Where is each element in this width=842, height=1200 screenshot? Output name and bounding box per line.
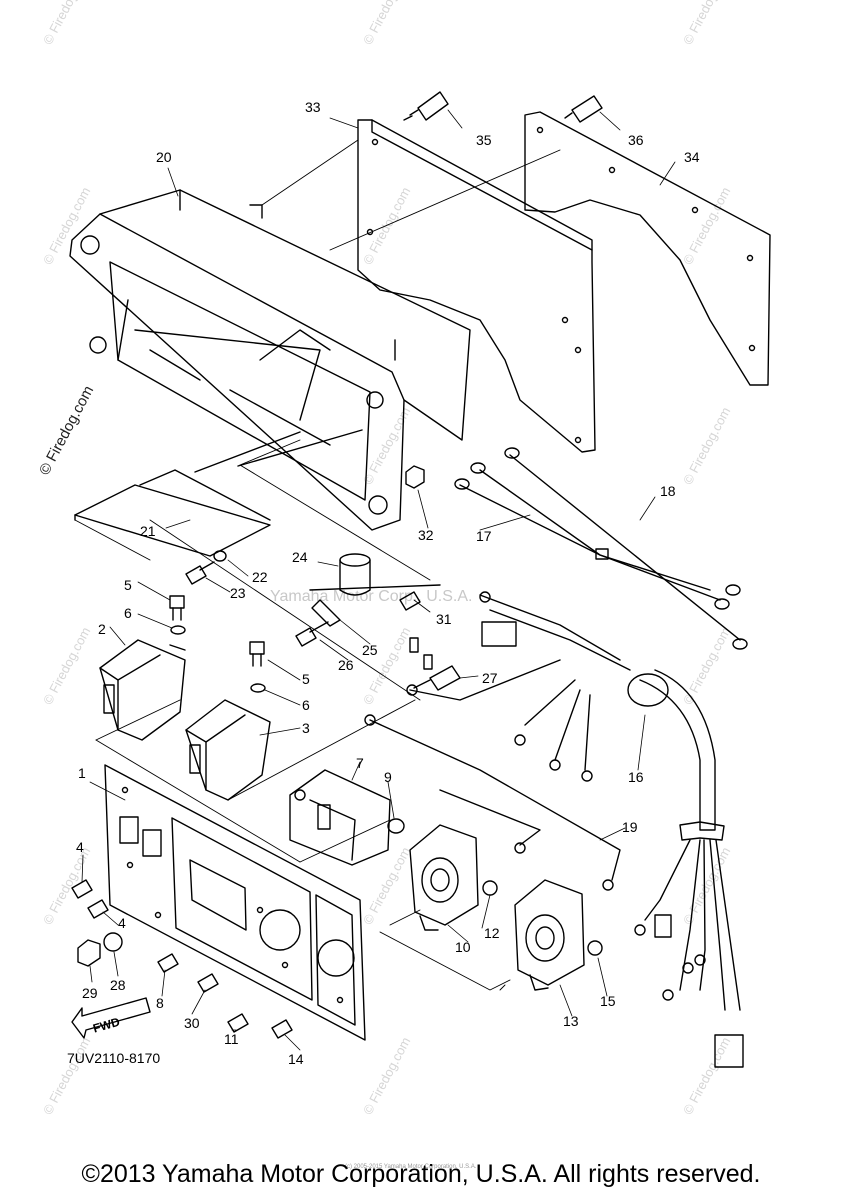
callout-28: 28 bbox=[110, 977, 126, 993]
screw-8 bbox=[157, 953, 179, 973]
front-panel-1 bbox=[104, 764, 366, 1041]
callout-9: 9 bbox=[384, 769, 392, 785]
nut-32 bbox=[405, 465, 425, 489]
washer-15 bbox=[587, 940, 603, 956]
callout-12: 12 bbox=[484, 925, 500, 941]
callout-32: 32 bbox=[418, 527, 434, 543]
screw-30 bbox=[197, 973, 219, 993]
callout-35: 35 bbox=[476, 132, 492, 148]
callout-5-lower: 5 bbox=[302, 671, 310, 687]
circuit-breaker-3 bbox=[185, 699, 271, 801]
screw-36 bbox=[564, 95, 603, 123]
screw-14 bbox=[271, 1019, 293, 1039]
callout-6-lower: 6 bbox=[302, 697, 310, 713]
washer-28 bbox=[103, 932, 123, 952]
callout-10: 10 bbox=[455, 939, 471, 955]
callout-36: 36 bbox=[628, 132, 644, 148]
callout-23: 23 bbox=[230, 585, 246, 601]
callout-5-upper: 5 bbox=[124, 577, 132, 593]
callout-26: 26 bbox=[338, 657, 354, 673]
circuit-breaker-2 bbox=[99, 639, 186, 741]
callout-25: 25 bbox=[362, 642, 378, 658]
twist-lock-receptacle-10 bbox=[409, 824, 479, 931]
washer-9 bbox=[387, 818, 405, 834]
screw-35 bbox=[403, 91, 449, 121]
twist-lock-receptacle-13 bbox=[514, 879, 585, 991]
screw-23 bbox=[185, 561, 215, 585]
callout-19: 19 bbox=[622, 819, 638, 835]
callouts: 1 2 3 4 4 5 5 6 6 7 8 9 10 11 12 13 14 1… bbox=[76, 99, 700, 1067]
washer-22 bbox=[213, 550, 227, 562]
callout-31: 31 bbox=[436, 611, 452, 627]
gfci-receptacle-7 bbox=[289, 769, 391, 866]
bolt-5-upper bbox=[169, 595, 185, 621]
connector-leads bbox=[406, 591, 631, 701]
mounting-plate-33 bbox=[357, 119, 596, 453]
washer-12 bbox=[482, 880, 498, 896]
callout-27: 27 bbox=[482, 670, 498, 686]
screw-4-lower bbox=[87, 899, 109, 919]
screw-26 bbox=[295, 621, 329, 647]
label-plate-21 bbox=[74, 429, 363, 557]
nut-29 bbox=[77, 939, 101, 967]
bracket-25 bbox=[311, 599, 341, 627]
guide-lines bbox=[74, 139, 561, 991]
lead-wires-17-18 bbox=[454, 447, 748, 650]
fwd-arrow bbox=[71, 997, 151, 1039]
screw-27 bbox=[413, 665, 461, 691]
callout-8: 8 bbox=[156, 995, 164, 1011]
callout-7: 7 bbox=[356, 755, 364, 771]
callout-13: 13 bbox=[563, 1013, 579, 1029]
callout-24: 24 bbox=[292, 549, 308, 565]
fine-print: (c) 2005-2015 Yamaha Motor Corporation, … bbox=[345, 1164, 477, 1170]
control-box-housing bbox=[69, 189, 471, 531]
callout-16: 16 bbox=[628, 769, 644, 785]
callout-4-lower: 4 bbox=[118, 915, 126, 931]
fwd-label: FWD bbox=[91, 1015, 121, 1036]
callout-30: 30 bbox=[184, 1015, 200, 1031]
callout-2: 2 bbox=[98, 621, 106, 637]
callout-1: 1 bbox=[78, 765, 86, 781]
washer-6-upper bbox=[170, 625, 186, 635]
callout-18: 18 bbox=[660, 483, 676, 499]
screw-4-upper bbox=[71, 879, 93, 899]
copyright-footer: ©2013 Yamaha Motor Corporation, U.S.A. A… bbox=[81, 1160, 761, 1188]
callout-22: 22 bbox=[252, 569, 268, 585]
callout-21: 21 bbox=[140, 523, 156, 539]
callout-4-upper: 4 bbox=[76, 839, 84, 855]
callout-6-upper: 6 bbox=[124, 605, 132, 621]
callout-17: 17 bbox=[476, 528, 492, 544]
bolt-5-lower bbox=[249, 641, 265, 667]
capacitor-24 bbox=[309, 553, 441, 596]
callout-14: 14 bbox=[288, 1051, 304, 1067]
rear-plate-34 bbox=[524, 111, 771, 386]
diagram-code: 7UV2110-8170 bbox=[67, 1050, 161, 1066]
washer-6-lower bbox=[250, 683, 266, 693]
wire-harness-16 bbox=[514, 669, 744, 1068]
callout-29: 29 bbox=[82, 985, 98, 1001]
callout-34: 34 bbox=[684, 149, 700, 165]
callout-11: 11 bbox=[224, 1031, 239, 1047]
screw-11 bbox=[227, 1013, 249, 1033]
screw-31 bbox=[399, 591, 421, 611]
wire-lead-19 bbox=[364, 714, 621, 891]
leader-lines bbox=[81, 109, 676, 1051]
callout-33: 33 bbox=[305, 99, 321, 115]
callout-20: 20 bbox=[156, 149, 172, 165]
callout-3: 3 bbox=[302, 720, 310, 736]
callout-15: 15 bbox=[600, 993, 616, 1009]
